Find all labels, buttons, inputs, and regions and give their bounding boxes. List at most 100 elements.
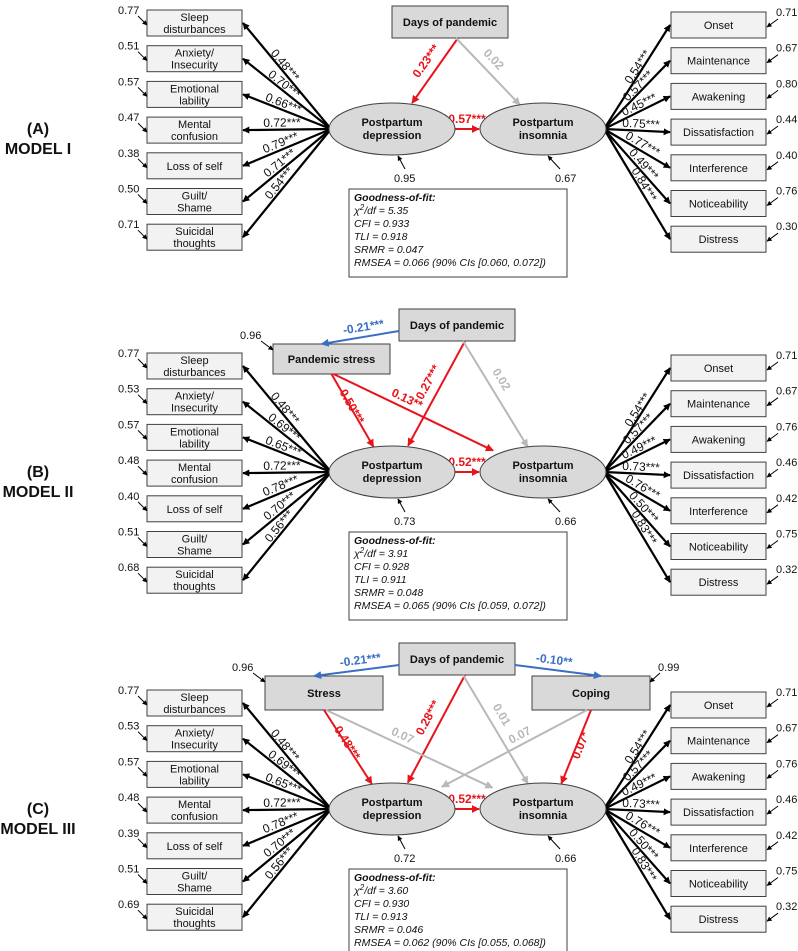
stress-to-depression-coef: 0.50*** <box>337 387 368 427</box>
indicator-error: 0.68 <box>118 562 139 574</box>
error-arrow <box>766 89 779 99</box>
indicator-box-left <box>146 423 243 451</box>
model-letter: (B) <box>27 464 49 481</box>
indicator-error: 0.53 <box>118 721 139 733</box>
indicator-box-right <box>670 497 767 525</box>
loading-arrow <box>242 400 332 473</box>
loading-arrow <box>603 471 671 548</box>
fit-line: TLI = 0.913 <box>354 911 408 923</box>
loading-arrow <box>603 471 671 583</box>
indicator-error: 0.75 <box>776 529 797 541</box>
fit-title: Goodness-of-fit: <box>354 872 436 884</box>
error-arrow <box>137 430 148 440</box>
indicator-error: 0.42 <box>776 493 797 505</box>
indicator-error: 0.71 <box>776 687 797 699</box>
depression-to-insomnia-coef: 0.52*** <box>448 455 486 469</box>
stress-to-depression-arrow <box>330 373 375 448</box>
latent-label: Postpartum <box>512 460 573 472</box>
indicator-label: Noticeability <box>689 542 749 554</box>
indicator-label: Maintenance <box>687 56 750 68</box>
loading-arrow <box>603 95 671 130</box>
loading-arrow <box>603 59 671 130</box>
error-arrow <box>137 874 148 884</box>
coping-to-depression-arrow <box>441 709 588 788</box>
indicator-error: 0.75 <box>776 866 797 878</box>
postpartum-depression-latent <box>328 102 456 156</box>
error-arrow <box>766 877 779 886</box>
indicator-label: Interference <box>689 843 748 855</box>
error-arrow <box>397 498 406 513</box>
loading-arrow <box>603 128 671 240</box>
indicator-box-right <box>670 190 767 217</box>
error-arrow <box>766 432 779 442</box>
fit-title: Goodness-of-fit: <box>354 535 436 547</box>
indicator-label: Maintenance <box>687 736 750 748</box>
indicator-error: 0.76 <box>776 421 797 433</box>
chi-superscript: 2 <box>359 883 365 892</box>
loading-arrow <box>603 470 671 479</box>
indicator-error: 0.42 <box>776 830 797 842</box>
indicator-box-right <box>670 225 767 253</box>
loading-arrow <box>603 471 671 512</box>
error-arrow <box>766 841 779 851</box>
latent-label: insomnia <box>519 810 568 822</box>
indicator-box-right <box>670 834 767 862</box>
postpartum-depression-latent <box>328 445 456 499</box>
indicator-label: Distress <box>699 577 739 589</box>
error-arrow <box>252 672 266 683</box>
loading-arrow <box>242 806 332 814</box>
days-to-depression-arrow <box>407 340 466 447</box>
indicator-box-left <box>146 116 243 144</box>
indicator-error: 0.67 <box>776 43 797 55</box>
fit-title: Goodness-of-fit: <box>354 192 436 204</box>
loading-arrow <box>242 808 332 883</box>
indicator-label: Dissatisfaction <box>683 470 754 482</box>
error-arrow <box>766 698 779 708</box>
days-to-depression-arrow <box>411 37 459 104</box>
loading-arrow <box>603 807 671 816</box>
coping-error: 0.99 <box>658 662 679 674</box>
error-arrow <box>547 498 561 513</box>
error-arrow <box>766 504 779 514</box>
fit-line: SRMR = 0.046 <box>354 924 423 936</box>
loading-arrow <box>603 128 671 169</box>
indicator-box-left <box>146 495 243 523</box>
coping-label: Coping <box>572 688 610 700</box>
indicator-label: Onset <box>704 700 733 712</box>
fit-line: CFI = 0.928 <box>354 561 409 573</box>
indicator-error: 0.32 <box>776 901 797 913</box>
loading-arrow <box>603 367 671 473</box>
stress-label: Pandemic stress <box>288 354 375 366</box>
indicator-box-left <box>146 45 243 73</box>
fit-chi-square: χ2/df = 5.35 <box>353 203 408 217</box>
indicator-label: Awakening <box>692 434 746 446</box>
chi-symbol: χ <box>353 885 360 897</box>
model-name: MODEL III <box>0 821 75 838</box>
indicator-error: 0.51 <box>118 41 139 53</box>
error-arrow <box>260 340 274 351</box>
indicator-label: Anxiety/ <box>175 728 215 740</box>
indicator-error: 0.76 <box>776 186 797 198</box>
indicator-label: Shame <box>177 203 212 215</box>
goodness-of-fit-box <box>348 188 568 278</box>
indicator-box-right <box>670 118 767 146</box>
error-arrow <box>137 194 148 204</box>
indicator-error: 0.50 <box>118 184 139 196</box>
latent-label: Postpartum <box>512 117 573 129</box>
indicator-label: disturbances <box>163 24 226 36</box>
loading-coef: 0.73*** <box>622 796 660 812</box>
indicator-box-right <box>670 154 767 182</box>
coping-to-insomnia-coef: 0.07* <box>569 729 593 761</box>
indicator-error: 0.30 <box>776 221 797 233</box>
indicator-label: Emotional <box>170 426 219 438</box>
indicator-label: Anxiety/ <box>175 48 215 60</box>
error-arrow <box>766 18 779 28</box>
days-of-pandemic-box <box>398 308 516 342</box>
error-arrow <box>137 537 148 547</box>
indicator-label: Loss of self <box>167 504 224 516</box>
depression-error: 0.72 <box>394 853 415 865</box>
indicator-error: 0.69 <box>118 899 139 911</box>
model-name: MODEL II <box>3 484 74 501</box>
latent-label: insomnia <box>519 130 568 142</box>
model-panel-2: (B)MODEL IISleepdisturbances0.770.48***A… <box>3 308 797 621</box>
